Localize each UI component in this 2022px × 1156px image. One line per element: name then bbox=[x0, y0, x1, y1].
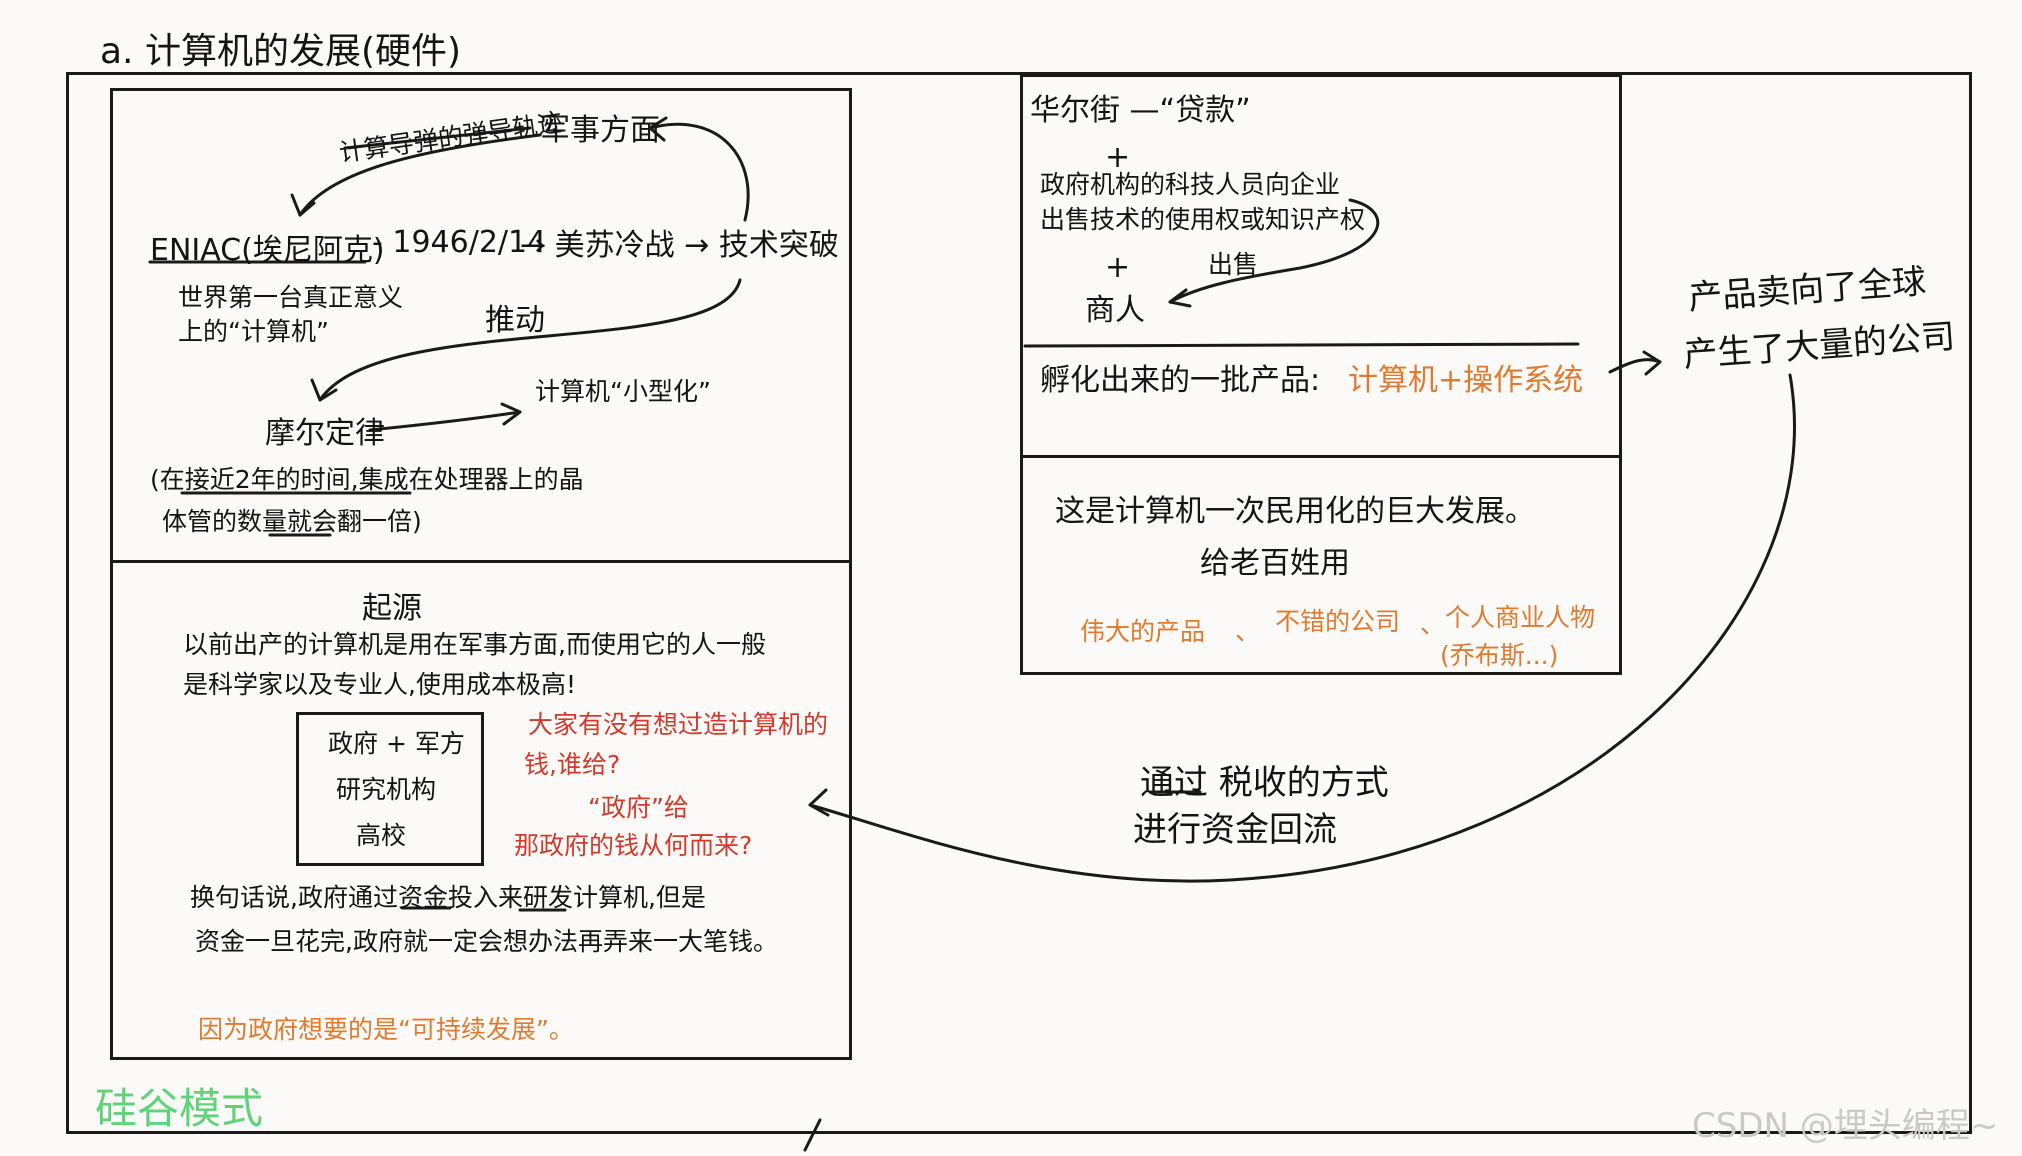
sell-label: 出售 bbox=[1208, 250, 1259, 279]
sustainable-label: 因为政府想要的是“可持续发展”。 bbox=[198, 1015, 574, 1044]
push-label: 推动 bbox=[485, 303, 545, 338]
silicon-valley-label: 硅谷模式 bbox=[95, 1084, 264, 1133]
plus-sign: + bbox=[1105, 140, 1131, 175]
arrow-push-to-moore bbox=[318, 278, 742, 402]
wallstreet-label: 华尔街 —“贷款” bbox=[1030, 93, 1251, 128]
moore-desc-line1: (在接近2年的时间,集成在处理器上的晶 bbox=[150, 465, 584, 494]
outer-frame bbox=[66, 72, 1972, 1134]
box-civil bbox=[1020, 455, 1622, 675]
military-label: 军事方面 bbox=[540, 113, 660, 148]
question-line4: 那政府的钱从何而来? bbox=[514, 831, 753, 860]
eniac-date: - 1946/2/14 bbox=[372, 225, 547, 260]
miniaturize-label: 计算机“小型化” bbox=[535, 377, 711, 406]
first-computer-line2: 上的“计算机” bbox=[178, 317, 329, 346]
civil-line1: 这是计算机一次民用化的巨大发展。 bbox=[1055, 494, 1535, 529]
page-heading: a. 计算机的发展(硬件) bbox=[100, 31, 462, 72]
origin-line1: 以前出产的计算机是用在军事方面,而使用它的人一般 bbox=[183, 630, 766, 659]
gov-box-item: 研究机构 bbox=[336, 775, 437, 804]
plus-sign: + bbox=[1105, 250, 1131, 285]
box-origin bbox=[110, 560, 852, 1060]
gov-box-item: 高校 bbox=[356, 821, 407, 850]
jobs-label: (乔布斯...) bbox=[1440, 641, 1559, 670]
business-person-label: 个人商业人物 bbox=[1445, 603, 1596, 632]
origin-line2: 是科学家以及专业人,使用成本极高! bbox=[183, 670, 576, 699]
question-line2: 钱,谁给? bbox=[524, 750, 621, 779]
incubate-label: 孵化出来的一批产品: bbox=[1040, 363, 1321, 398]
question-line3: “政府”给 bbox=[588, 793, 689, 822]
gov-staff-line1: 政府机构的科技人员向企业 bbox=[1040, 170, 1341, 199]
product-label: 计算机+操作系统 bbox=[1348, 363, 1584, 398]
first-computer-line1: 世界第一台真正意义 bbox=[178, 283, 404, 312]
summary-line2: 资金一旦花完,政府就一定会想办法再弄来一大笔钱。 bbox=[195, 927, 778, 956]
moore-desc-line2: 体管的数量就会翻一倍) bbox=[162, 507, 422, 536]
origin-heading: 起源 bbox=[362, 591, 422, 626]
cold-war-chain: → 美苏冷战 → 技术突破 bbox=[520, 228, 839, 263]
separator: 、 bbox=[1235, 617, 1261, 646]
tax-line2: 进行资金回流 bbox=[1133, 810, 1337, 850]
gov-box-item: 政府 + 军方 bbox=[328, 729, 465, 758]
gov-staff-line2: 出售技术的使用权或知识产权 bbox=[1040, 205, 1366, 234]
civil-line2: 给老百姓用 bbox=[1200, 546, 1350, 581]
arrow-breakthrough-to-military bbox=[648, 122, 750, 222]
question-line1: 大家有没有想过造计算机的 bbox=[528, 710, 829, 739]
merchant-label: 商人 bbox=[1085, 293, 1145, 328]
arrow-moore-to-mini bbox=[368, 410, 522, 432]
arrow-tax-return bbox=[808, 373, 1796, 883]
tax-line1: 通过 税收的方式 bbox=[1140, 763, 1389, 803]
moore-law-label: 摩尔定律 bbox=[265, 416, 385, 451]
arrow-sell-to-merchant bbox=[1168, 198, 1380, 304]
box-government bbox=[296, 712, 484, 866]
arrow-missile-to-eniac bbox=[298, 133, 542, 217]
great-product-label: 伟大的产品 bbox=[1080, 617, 1206, 646]
separator: 、 bbox=[1420, 610, 1446, 639]
good-company-label: 不错的公司 bbox=[1275, 607, 1401, 636]
summary-line1: 换句话说,政府通过资金投入来研发计算机,但是 bbox=[190, 883, 706, 912]
watermark: CSDN @埋头编程~ bbox=[1692, 1106, 1999, 1146]
eniac-label: ENIAC(埃尼阿克) bbox=[150, 233, 385, 268]
